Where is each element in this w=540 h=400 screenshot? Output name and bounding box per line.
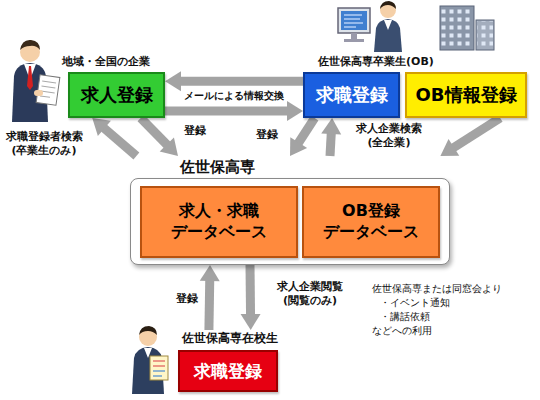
node-text: 求職登録	[316, 83, 388, 106]
arrow-head	[200, 265, 220, 281]
arrow-head	[241, 314, 261, 330]
flow-arrow	[165, 101, 303, 121]
flow-arrow	[92, 118, 136, 156]
graduate-person-icon	[338, 1, 494, 52]
arrow-head	[440, 139, 459, 156]
database-box: OB登録 データベース	[302, 186, 440, 258]
company-person-icon	[12, 40, 60, 122]
arrow-head	[160, 138, 178, 156]
arrow-shaft	[330, 132, 331, 156]
arrow-shaft	[179, 77, 303, 86]
edge-label: 求職登録者検索 (卒業生のみ)	[0, 130, 88, 158]
job-offer-box: 求人登録	[68, 72, 165, 118]
edge-label: 登録	[256, 128, 278, 142]
note-label: などへの利用	[372, 325, 432, 337]
note-label: 地域・全国の企業	[62, 55, 150, 69]
edge-label: 求人企業閲覧 (閲覧のみ)	[264, 280, 356, 308]
note-label: ・イベント通知	[380, 297, 450, 309]
school-container: 佐世保高専求人・求職 データベース OB登録 データベース	[130, 156, 450, 265]
note-label: 佐世保高専または同窓会より	[372, 283, 502, 295]
node-heading: 佐世保高専在校生	[168, 331, 292, 347]
flow-arrow	[321, 118, 341, 156]
flow-arrow	[241, 265, 261, 330]
note-label: ・講話依頼	[380, 311, 430, 323]
edge-label: 登録	[184, 124, 206, 138]
job-seek-box: 求職登録	[303, 72, 400, 118]
edge-label: 求人企業検索 (全企業)	[347, 122, 431, 150]
node-text: OB登録 データベース	[310, 201, 432, 243]
student-node: 佐世保高専在校生求職登録	[168, 330, 292, 392]
database-box: 求人・求職 データベース	[140, 186, 298, 258]
edge-label: メールによる情報交換	[170, 90, 298, 103]
edge-label: 登録	[176, 292, 198, 306]
container-heading: 佐世保高専	[180, 158, 255, 178]
flow-arrow	[165, 71, 303, 91]
flow-arrow	[440, 118, 500, 156]
node-text: 求人登録	[81, 83, 153, 106]
node-text: 求人・求職 データベース	[148, 201, 290, 243]
arrow-shaft	[204, 279, 214, 330]
flow-arrow	[141, 118, 178, 156]
note-label: 佐世保高専卒業生(OB)	[318, 55, 434, 69]
arrow-head	[287, 101, 303, 121]
arrow-shaft	[452, 118, 500, 148]
arrow-head	[165, 71, 181, 91]
arrow-shaft	[246, 265, 256, 316]
arrow-shaft	[165, 107, 289, 116]
register-box: 求職登録	[178, 350, 278, 392]
node-text: OB情報登録	[415, 83, 516, 106]
node-text: 求職登録	[194, 360, 262, 382]
arrow-shaft	[103, 127, 137, 156]
arrow-head	[290, 137, 307, 156]
arrow-head	[321, 118, 341, 135]
arrow-shaft	[141, 118, 168, 146]
arrow-shaft	[298, 118, 315, 144]
student-person-icon	[132, 326, 168, 394]
arrow-head	[92, 118, 111, 136]
flow-arrow	[290, 118, 315, 156]
ob-info-box: OB情報登録	[405, 72, 527, 118]
flow-arrow	[200, 265, 220, 330]
